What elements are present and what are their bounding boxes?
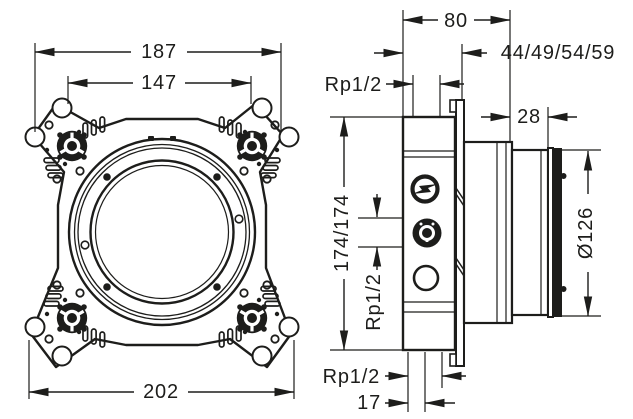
dim-wall-range-label: 44/49/54/59 (501, 42, 615, 64)
center-ring-assembly (67, 136, 257, 327)
dim-diameter-label: Ø126 (575, 207, 597, 259)
label-rp-side: Rp1/2 (363, 273, 385, 330)
sleeve-section-outer (462, 140, 514, 325)
dim-17-label: 17 (357, 392, 381, 414)
side-connection-port (412, 218, 442, 248)
label-rp-bottom: Rp1/2 (323, 366, 380, 388)
power-symbol-port (410, 174, 440, 204)
dim-202-label: 202 (143, 381, 179, 403)
dim-28-label: 28 (517, 106, 541, 128)
plain-port (412, 264, 440, 292)
mounting-flange (455, 99, 465, 367)
sleeve-cap-seal (553, 148, 562, 317)
front-view (24, 97, 300, 369)
dim-80-label: 80 (444, 10, 468, 32)
dim-height-label: 174/174 (331, 194, 353, 272)
sleeve-cap-ring (547, 147, 554, 318)
dimensions: 187 147 202 80 44/49/54/59 28 Rp1/2 174/ (28, 10, 615, 414)
dim-187-label: 187 (141, 41, 177, 63)
sleeve-section-inner (510, 148, 550, 317)
lightning-bolt-icon (412, 184, 438, 194)
label-rp-top: Rp1/2 (325, 74, 382, 96)
dim-147-label: 147 (141, 72, 177, 94)
side-view (330, 10, 601, 412)
